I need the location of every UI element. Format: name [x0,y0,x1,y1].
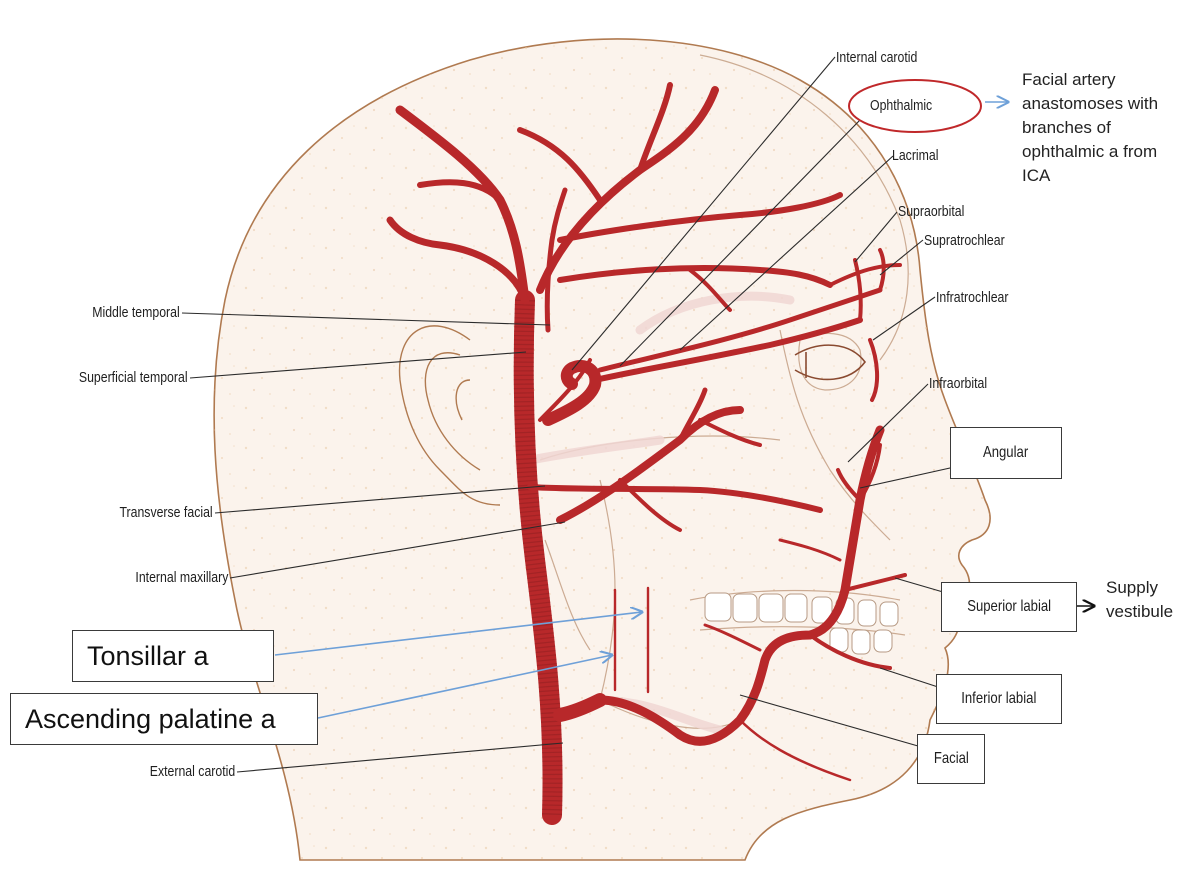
label-facial: Facial [933,750,968,768]
tonsillar-box: Tonsillar a [72,630,274,682]
ascending-palatine-text: Ascending palatine a [25,704,276,735]
tonsillar-text: Tonsillar a [87,641,209,672]
label-ophthalmic: Ophthalmic [870,98,932,113]
ophthalmic-note: Facial artery anastomoses with branches … [1022,68,1158,188]
label-internal-carotid: Internal carotid [836,50,917,65]
label-internal-maxillary: Internal maxillary [135,570,228,585]
ascending-palatine-box: Ascending palatine a [10,693,318,745]
label-angular: Angular [983,444,1028,462]
label-supraorbital: Supraorbital [898,204,964,219]
label-box-facial: Facial [917,734,985,784]
label-box-angular: Angular [950,427,1062,479]
label-superficial-temporal: Superficial temporal [79,370,188,385]
label-superior-labial: Superior labial [967,598,1051,616]
supply-vestibule-note: Supply vestibule [1106,576,1173,624]
label-infraorbital: Infraorbital [929,376,987,391]
ophthalmic-note-line-4: ophthalmic a from [1022,140,1158,164]
label-transverse-facial: Transverse facial [120,505,213,520]
label-external-carotid: External carotid [150,764,235,779]
label-inferior-labial: Inferior labial [961,690,1036,708]
label-box-superior-labial: Superior labial [941,582,1077,632]
supply-vestibule-line-1: Supply [1106,576,1173,600]
label-middle-temporal: Middle temporal [92,305,180,320]
ophthalmic-note-line-1: Facial artery [1022,68,1158,92]
label-supratrochlear: Supratrochlear [924,233,1005,248]
ophthalmic-note-line-2: anastomoses with [1022,92,1158,116]
ophthalmic-note-line-5: ICA [1022,164,1158,188]
label-box-inferior-labial: Inferior labial [936,674,1062,724]
label-infratrochlear: Infratrochlear [936,290,1008,305]
supply-vestibule-line-2: vestibule [1106,600,1173,624]
label-lacrimal: Lacrimal [892,148,938,163]
ophthalmic-note-line-3: branches of [1022,116,1158,140]
